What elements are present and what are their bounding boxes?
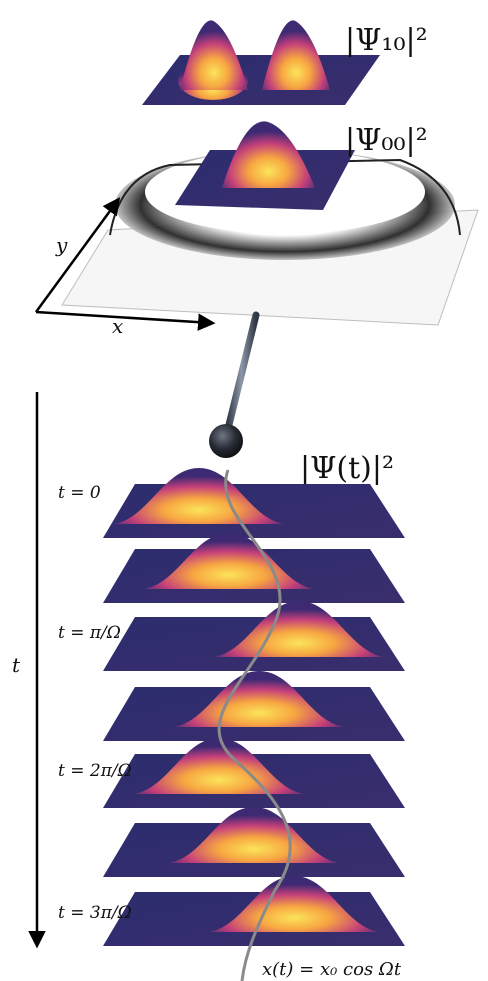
axis-t-label: t [12,653,21,677]
time-label-1: t = π/Ω [58,623,121,643]
snapshot-plate [103,738,405,808]
psit-label: |Ψ(t)|² [300,451,394,486]
time-label-0: t = 0 [58,483,101,503]
wavepacket-peak [114,468,284,524]
snapshot-plate [103,807,405,877]
snapshot-plate [103,468,405,538]
psi00-label: |Ψ₀₀|² [345,123,428,158]
axis-y-label: y [55,233,68,257]
wavepacket-peak [134,738,304,794]
time-label-2: t = 2π/Ω [58,761,132,781]
snapshot-stack [103,468,405,946]
time-label-3: t = 3π/Ω [58,903,132,923]
wavepacket-peak [174,671,344,727]
psi10-surface [142,20,380,105]
snapshot-plate [103,876,405,946]
trajectory-curve [217,469,292,981]
wavepacket-peak [214,601,384,657]
snapshot-plate [103,601,405,671]
trajectory-label: x(t) = x₀ cos Ωt [262,959,402,980]
snapshot-plate [103,671,405,741]
psi10-label: |Ψ₁₀|² [345,23,428,58]
xy-axes [34,197,216,331]
axis-x-label: x [112,314,123,338]
pendulum [209,311,260,458]
wavepacket-peak [209,876,379,932]
snapshot-plate [103,533,405,603]
psi00-surface [175,121,355,210]
wavepacket-peak [169,807,339,863]
wavepacket-peak [144,533,314,589]
